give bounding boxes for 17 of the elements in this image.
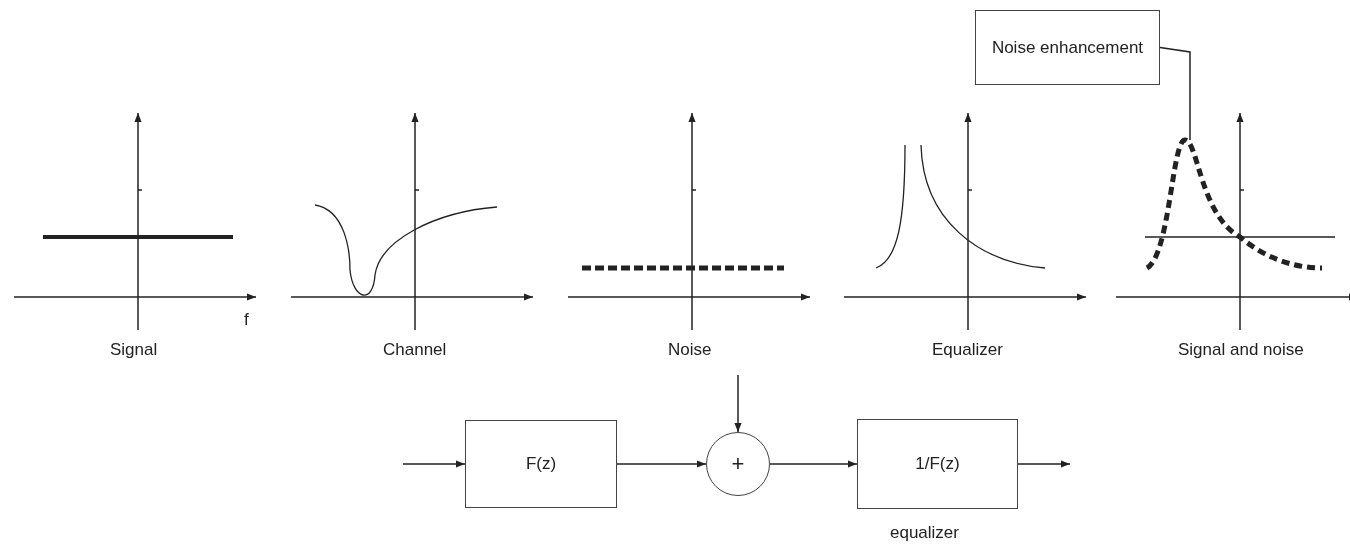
arrow <box>769 460 858 468</box>
arrow <box>402 460 466 468</box>
plot-caption: Signal and noise <box>1178 340 1304 360</box>
plot-caption: Signal <box>110 340 158 360</box>
axis-label: f <box>244 310 249 330</box>
callout-box: Noise enhancement <box>975 10 1160 85</box>
arrow <box>616 460 707 468</box>
plot-caption: Channel <box>383 340 447 360</box>
plot-caption: Equalizer <box>932 340 1003 360</box>
transfer-function-block: F(z) <box>465 420 617 508</box>
arrow <box>734 374 742 433</box>
arrow <box>1017 460 1071 468</box>
summing-junction: + <box>706 432 770 496</box>
leader-line <box>1159 46 1191 141</box>
equalizer-block: 1/F(z) <box>857 419 1018 509</box>
plot-caption: Noise <box>668 340 712 360</box>
block-caption: equalizer <box>890 523 959 543</box>
